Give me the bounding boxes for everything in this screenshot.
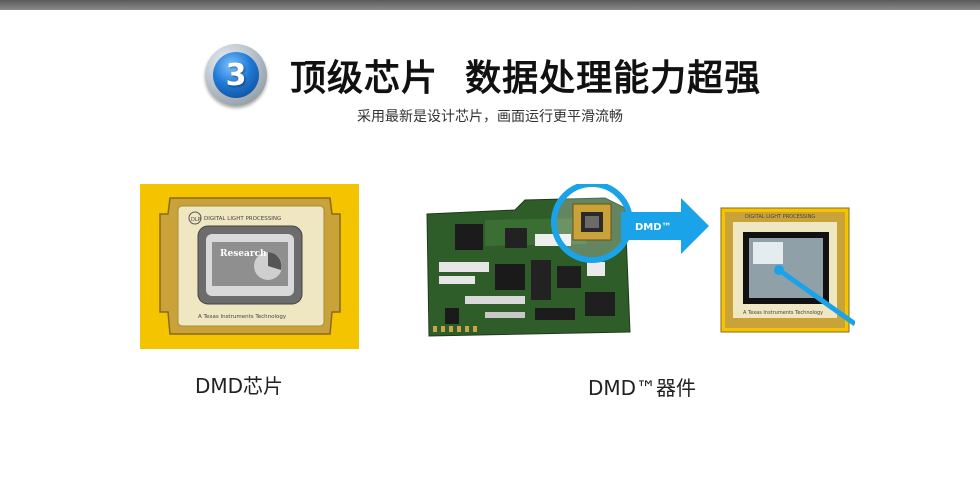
- page-subtitle: 采用最新是设计芯片，画面运行更平滑流畅: [357, 109, 623, 125]
- dmd-board-image: DMD™ DIGITAL LIGHT PROCESSING A Texas In…: [425, 181, 857, 344]
- packaged-chip-label-top: DIGITAL LIGHT PROCESSING: [745, 214, 815, 220]
- chip-label-bottom: A Texas Instruments Technology: [198, 314, 287, 320]
- page-title: 顶级芯片 数据处理能力超强: [290, 58, 762, 99]
- dmd-chip-graphic: Research DLP DIGITAL LIGHT PROCESSING A …: [140, 184, 359, 349]
- step-badge-inner: 3: [213, 52, 259, 98]
- step-number: 3: [225, 57, 247, 93]
- step-badge: 3: [205, 44, 267, 106]
- top-bar: [0, 0, 980, 10]
- dmd-chip-image: Research DLP DIGITAL LIGHT PROCESSING A …: [140, 184, 359, 349]
- chip-logo-text: DLP: [191, 217, 201, 223]
- dmd-device-caption: DMD™器件: [588, 376, 697, 400]
- arrow-label: DMD™: [635, 222, 672, 233]
- chip-label-top: DIGITAL LIGHT PROCESSING: [204, 216, 281, 222]
- dmd-board-graphic: DMD™ DIGITAL LIGHT PROCESSING A Texas In…: [426, 181, 857, 337]
- packaged-chip-label-bottom: A Texas Instruments Technology: [743, 310, 823, 316]
- dmd-chip-caption: DMD芯片: [195, 374, 284, 398]
- chip-screen-text: Research: [220, 249, 267, 259]
